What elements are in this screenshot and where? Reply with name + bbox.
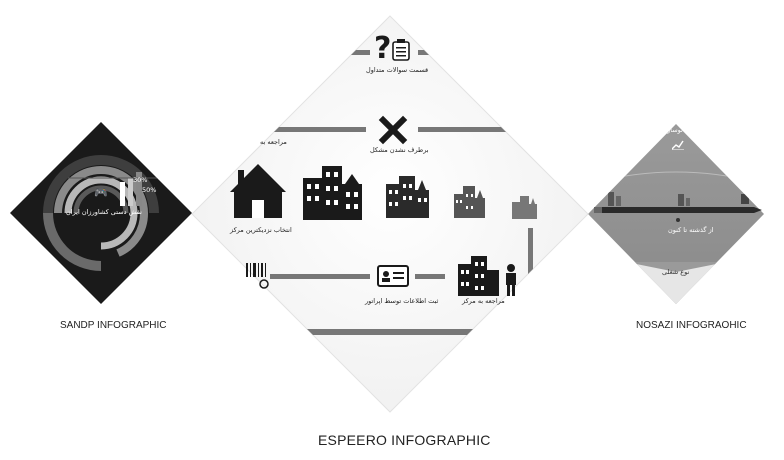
buildings-icon-2 xyxy=(386,176,429,218)
select-nearest-center-label: انتخاب نزدیکترین مرکز xyxy=(230,226,292,234)
fix-problem-label: برطرف نشدن مشکل xyxy=(370,146,429,154)
espeero-diamond: ? xyxy=(191,15,589,413)
sandp-title: نقش دستی کشاورزان ایران xyxy=(66,208,142,216)
nosazi-caption: NOSAZI INFOGRAOHIC xyxy=(636,320,747,331)
nosazi-diamond xyxy=(588,124,764,304)
espeero-infographic[interactable]: ? قسمت سوالات متداول مراجعه به برطرف نشد… xyxy=(190,14,590,414)
buildings-icon-1 xyxy=(303,166,362,220)
nosazi-bottom-label: نوع شغلی xyxy=(662,268,690,276)
sandp-legend-1: 30% xyxy=(133,176,148,184)
nosazi-infographic[interactable]: نوسازی از گذشته تا کنون نوع شغلی xyxy=(586,122,766,306)
sandp-infographic[interactable]: 🎮 نقش دستی کشاورزان ایران 30% 50% xyxy=(8,120,194,306)
house-icon xyxy=(230,164,286,218)
buildings-icon-4 xyxy=(512,196,537,219)
id-card-icon xyxy=(377,265,409,287)
chart-icon xyxy=(672,140,684,150)
referral-center-label: مراجعه به مرکز xyxy=(462,297,505,305)
sandp-legend-2: 50% xyxy=(142,186,157,194)
question-icon: ? xyxy=(374,31,391,66)
cross-icon xyxy=(378,115,408,145)
report-icon xyxy=(392,39,410,61)
person-icon xyxy=(506,264,516,296)
pen-shape xyxy=(600,207,754,213)
referral-top-label: مراجعه به xyxy=(260,138,287,146)
buildings-icon-3 xyxy=(454,186,485,218)
svg-text:?: ? xyxy=(374,31,391,66)
espeero-caption: ESPEERO INFOGRAPHIC xyxy=(318,432,491,448)
sandp-diamond xyxy=(10,122,192,304)
register-by-operator-label: ثبت اطلاعات توسط اپراتور xyxy=(365,297,439,305)
faq-label: قسمت سوالات متداول xyxy=(366,66,429,74)
gamepad-icon: 🎮 xyxy=(94,187,108,199)
sandp-caption: SANDP INFOGRAPHIC xyxy=(60,320,167,331)
buildings-icon-5 xyxy=(458,256,499,296)
nosazi-mid-label: از گذشته تا کنون xyxy=(668,226,714,234)
barcode-icon xyxy=(246,263,269,289)
nosazi-top-label: نوسازی xyxy=(662,126,683,134)
